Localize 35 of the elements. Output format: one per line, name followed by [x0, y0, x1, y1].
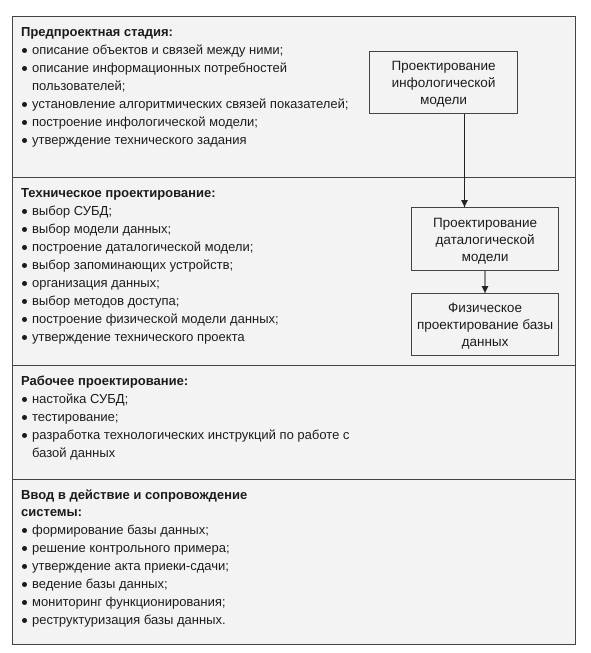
- stage-panel: [12, 479, 576, 645]
- bullet-item: разработка технологических инструкций по работе с базой данных: [21, 426, 372, 462]
- stage-heading: Предпроектная стадия:: [21, 23, 174, 40]
- stage-heading: Техническое проектирование:: [21, 184, 217, 201]
- stage-panel: [12, 177, 576, 366]
- bullet-item: описание объектов и связей между ними;: [21, 41, 372, 59]
- bullet-item: утверждение акта приеки-сдачи;: [21, 557, 372, 575]
- arrow: [482, 270, 488, 294]
- stage-panel: [12, 16, 576, 178]
- bullet-item: выбор СУБД;: [21, 202, 372, 220]
- bullet-item: выбор методов доступа;: [21, 292, 372, 310]
- bullet-item: настойка СУБД;: [21, 390, 372, 408]
- bullet-item: тестирование;: [21, 408, 372, 426]
- bullet-item: установление алгоритмических связей показателей;: [21, 95, 372, 113]
- bullet-item: мониторинг функционирования;: [21, 593, 372, 611]
- bullet-item: ведение базы данных;: [21, 575, 372, 593]
- process-box: Проектирование даталогической модели: [411, 207, 559, 271]
- stage-heading: Ввод в действие и сопровождение системы:: [21, 486, 248, 520]
- bullet-item: утверждение технического проекта: [21, 328, 372, 346]
- arrow: [461, 114, 468, 208]
- bullet-item: построение даталогической модели;: [21, 238, 372, 256]
- bullet-item: формирование базы данных;: [21, 521, 372, 539]
- bullet-item: построение физической модели данных;: [21, 310, 372, 328]
- bullet-item: выбор модели данных;: [21, 220, 372, 238]
- bullet-item: выбор запоминающих устройств;: [21, 256, 372, 274]
- bullet-item: решение контрольного примера;: [21, 539, 372, 557]
- process-box: Проектирование инфологической модели: [369, 51, 518, 114]
- process-box: Физическое проектирование базы данных: [411, 293, 559, 356]
- bullet-item: утверждение технического задания: [21, 131, 372, 149]
- bullet-item: построение инфологической модели;: [21, 113, 372, 131]
- bullet-item: реструктуризация базы данных.: [21, 611, 372, 629]
- stage-panel: [12, 365, 576, 480]
- bullet-item: организация данных;: [21, 274, 372, 292]
- bullet-item: описание информационных потребностей пользователей;: [21, 59, 372, 95]
- stage-heading: Рабочее проектирование:: [21, 372, 190, 389]
